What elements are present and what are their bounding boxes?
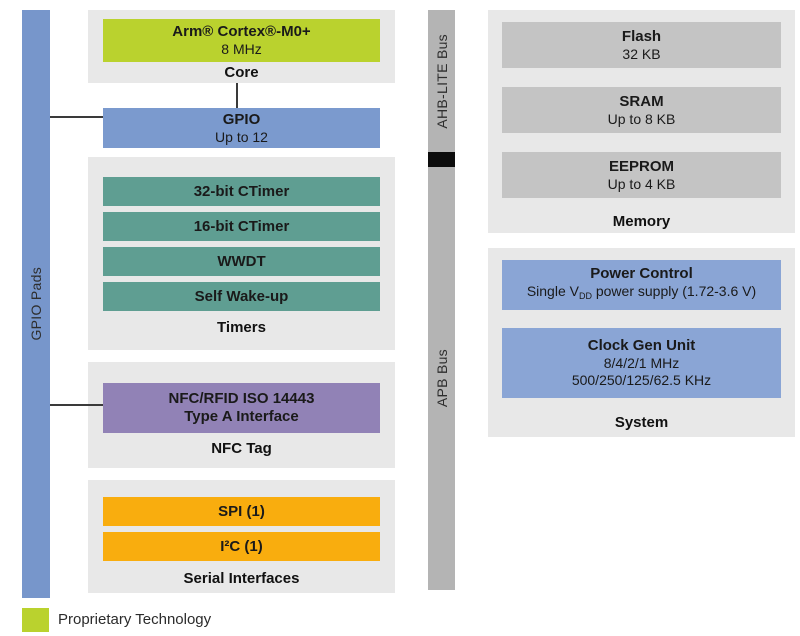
- cortex-m0-block: Arm® Cortex®-M0+ 8 MHz: [103, 19, 380, 62]
- gpio-pads-bar: GPIO Pads: [22, 10, 50, 598]
- i2c-label: I²C (1): [220, 537, 263, 555]
- clock-gen-line3: 500/250/125/62.5 KHz: [571, 372, 712, 388]
- bus-bar: AHB-LITE Bus APB Bus: [428, 10, 455, 590]
- ahb-lite-bus-segment: AHB-LITE Bus: [428, 10, 455, 152]
- spi-label: SPI (1): [218, 502, 265, 520]
- core-group: Arm® Cortex®-M0+ 8 MHz Core: [88, 10, 395, 83]
- eeprom-block: EEPROM Up to 4 KB: [502, 152, 781, 198]
- nfc-group: NFC/RFID ISO 14443 Type A Interface NFC …: [88, 362, 395, 468]
- spi-block: SPI (1): [103, 497, 380, 526]
- timers-group: 32-bit CTimer 16-bit CTimer WWDT Self Wa…: [88, 157, 395, 350]
- i2c-block: I²C (1): [103, 532, 380, 561]
- sram-block: SRAM Up to 8 KB: [502, 87, 781, 133]
- serial-group-label: Serial Interfaces: [183, 570, 300, 587]
- flash-subtitle: 32 KB: [622, 45, 661, 62]
- wwdt-block: WWDT: [103, 247, 380, 276]
- ctimer32-label: 32-bit CTimer: [193, 182, 290, 200]
- power-control-block: Power Control Single VDD power supply (1…: [502, 260, 781, 310]
- legend-proprietary-swatch: [22, 608, 49, 632]
- clock-gen-block: Clock Gen Unit 8/4/2/1 MHz 500/250/125/6…: [502, 328, 781, 398]
- power-control-title: Power Control: [590, 265, 693, 282]
- sram-title: SRAM: [619, 92, 664, 110]
- eeprom-subtitle: Up to 4 KB: [607, 175, 676, 192]
- gpio-block: GPIO Up to 12: [103, 108, 380, 148]
- flash-title: Flash: [621, 27, 662, 45]
- gpio-block-title: GPIO: [222, 110, 261, 128]
- legend-proprietary-label: Proprietary Technology: [58, 611, 212, 628]
- apb-bus-segment: APB Bus: [428, 167, 455, 590]
- ahb-lite-bus-label: AHB-LITE Bus: [433, 33, 450, 129]
- nfc-group-label: NFC Tag: [211, 440, 272, 457]
- nfc-block: NFC/RFID ISO 14443 Type A Interface: [103, 383, 380, 433]
- flash-block: Flash 32 KB: [502, 22, 781, 68]
- connector-core-to-gpio: [236, 83, 238, 108]
- wwdt-label: WWDT: [217, 252, 266, 270]
- system-group-label: System: [614, 414, 669, 431]
- cortex-m0-title: Arm® Cortex®-M0+: [172, 23, 311, 40]
- gpio-block-subtitle: Up to 12: [215, 128, 268, 145]
- self-wakeup-block: Self Wake-up: [103, 282, 380, 311]
- timers-group-label: Timers: [217, 319, 266, 336]
- serial-group: SPI (1) I²C (1) Serial Interfaces: [88, 480, 395, 593]
- ctimer16-label: 16-bit CTimer: [193, 217, 290, 235]
- apb-bus-label: APB Bus: [433, 349, 450, 408]
- vdd-subscript: DD: [578, 291, 592, 301]
- eeprom-title: EEPROM: [608, 157, 674, 175]
- connector-pads-to-gpio: [50, 116, 103, 118]
- nfc-block-subtitle: Type A Interface: [184, 408, 299, 425]
- power-control-subtitle: Single VDD power supply (1.72-3.6 V): [526, 283, 757, 301]
- nfc-block-title: NFC/RFID ISO 14443: [168, 390, 315, 407]
- clock-gen-title: Clock Gen Unit: [587, 337, 696, 354]
- memory-group-label: Memory: [612, 213, 671, 230]
- gpio-pads-bar-label: GPIO Pads: [28, 267, 44, 341]
- bus-divider: [428, 152, 455, 167]
- ctimer16-block: 16-bit CTimer: [103, 212, 380, 241]
- clock-gen-line2: 8/4/2/1 MHz: [603, 355, 680, 371]
- ctimer32-block: 32-bit CTimer: [103, 177, 380, 206]
- system-group: Power Control Single VDD power supply (1…: [488, 248, 795, 437]
- memory-group: Flash 32 KB SRAM Up to 8 KB EEPROM Up to…: [488, 10, 795, 233]
- cortex-m0-subtitle: 8 MHz: [221, 41, 262, 57]
- sram-subtitle: Up to 8 KB: [607, 110, 676, 127]
- core-group-label: Core: [224, 64, 259, 81]
- self-wakeup-label: Self Wake-up: [194, 287, 289, 305]
- connector-pads-to-nfc: [50, 404, 103, 406]
